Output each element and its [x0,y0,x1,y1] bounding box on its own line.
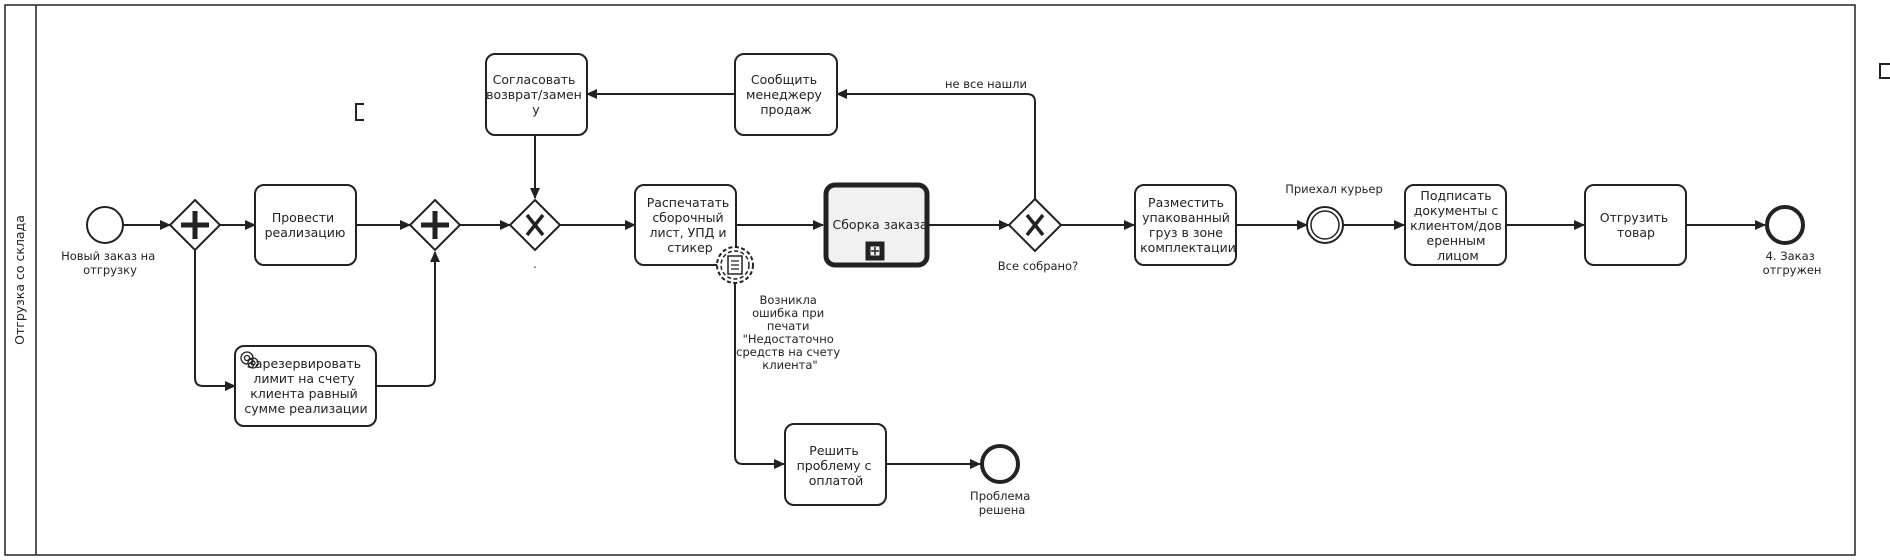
annotation-bracket[interactable] [355,103,364,121]
svg-text:Сообщить менеджеру: Сообщить менеджеру продаж [746,72,826,117]
task-print[interactable]: Распечатать сборочный лист, УПД и стикер [634,184,737,266]
subprocess-assembly[interactable]: Сборка заказа [823,182,930,268]
expand-icon[interactable] [865,241,885,261]
task-notify-manager[interactable]: Сообщить менеджеру продаж [734,53,838,136]
check-gateway-label: Все собрано? [998,259,1078,273]
exclusive-gateway-check[interactable] [1007,197,1063,253]
pool-label: Отгрузка со склада [12,215,27,345]
gear-icon [240,351,259,369]
flow-fork-reserve[interactable] [194,250,236,391]
svg-text:Согласовать возврат/заме: Согласовать возврат/замен у [486,72,586,117]
end-event-shipped[interactable] [1765,205,1805,245]
task-ship-goods[interactable]: Отгрузить товар [1584,184,1687,266]
parallel-gateway-fork[interactable] [168,198,222,252]
svg-text:Подписать документы с: Подписать документы с клиентом/дов еренн… [1410,188,1506,263]
pool: Отгрузка со склада [4,4,1856,556]
annotation-bracket-edge[interactable] [1879,63,1890,79]
start-event[interactable] [86,206,124,244]
exclusive-gateway-merge[interactable] [508,198,562,252]
start-event-label: Новый заказ на отгрузку [61,249,159,277]
boundary-conditional-event[interactable] [716,246,754,284]
parallel-gateway-join[interactable] [408,198,462,252]
flow-reserve-join[interactable] [376,251,440,387]
task-realize[interactable]: Провести реализацию [254,184,357,266]
svg-text:Сборка заказа: Сборка заказа [832,217,927,232]
task-sign-documents[interactable]: Подписать документы с клиентом/дов еренн… [1404,184,1507,266]
svg-text:Провести реализацию: Провести реализацию [265,210,346,240]
svg-text:Распечатать сборочный: Распечатать сборочный лист, УПД и стикер [647,195,734,255]
svg-text:Разместить упакованный: Разместить упакованный груз в зоне компл… [1140,195,1236,255]
document-icon [727,255,743,275]
plus-icon [181,211,209,239]
x-icon [1025,213,1045,237]
svg-text:Отгрузить товар: Отгрузить товар [1600,210,1672,240]
task-reserve[interactable]: Зарезервировать лимит на счету клиента р… [234,345,377,427]
end-solved-label: Проблема решена [970,489,1034,517]
intermediate-event-courier[interactable] [1306,206,1344,244]
task-agree-return[interactable]: Согласовать возврат/замен у [485,53,588,136]
x-icon [525,213,545,237]
flow-error-solve[interactable] [734,283,785,469]
flow-label-not-all-found: не все нашли [945,77,1027,91]
task-solve-payment[interactable]: Решить проблему с оплатой [784,423,887,506]
svg-text:Зарезервировать лимит на: Зарезервировать лимит на счету клиента р… [244,356,367,416]
task-place-cargo[interactable]: Разместить упакованный груз в зоне компл… [1134,184,1237,266]
svg-text:Решить проблему с: Решить проблему с оплатой [797,443,876,488]
flow-check-notify[interactable] [836,89,1036,199]
end-shipped-label: 4. Заказ отгружен [1763,249,1822,277]
courier-event-label: Приехал курьер [1285,182,1383,196]
print-error-label: Возникла ошибка при печати "Недостаточно… [736,293,844,372]
plus-icon [421,211,449,239]
end-event-solved[interactable] [980,444,1020,484]
sequence-flows [122,89,1766,469]
merge-gateway-label: . [533,257,537,271]
